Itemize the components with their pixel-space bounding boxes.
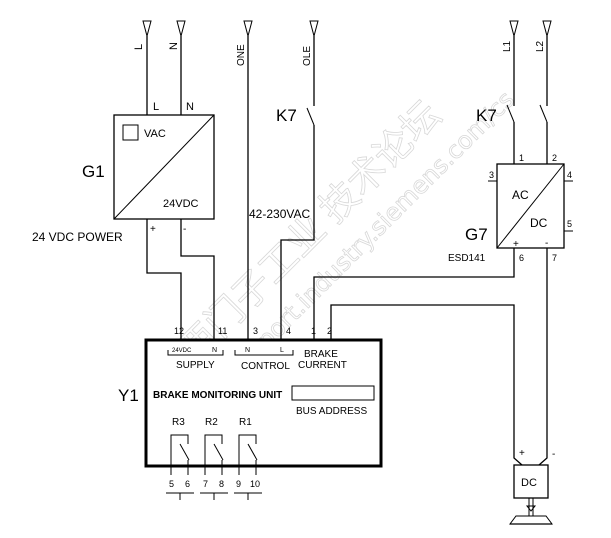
g7-minus: - [545,238,548,249]
y1-supply-label: SUPPLY [176,360,215,371]
label-L2: L2 [535,40,546,52]
g7-ac-label: AC [512,188,529,202]
brake-base [509,515,553,525]
g1-input-L: L [153,101,159,113]
label-OLE: OLE [302,46,313,66]
terminal-arrow-L [142,20,152,115]
terminal-arrow-OLE [309,20,319,106]
wire-g7-plus-to-brake-1 [313,248,515,324]
relay-r2-pin-b: 8 [219,479,224,489]
g1-minus: - [183,224,186,235]
g7-dc-label: DC [530,216,548,230]
k7-power-contacts: K7 [476,104,548,164]
label-L: L [133,44,145,50]
brake-dc-minus: - [552,449,555,460]
brake-dc-label: DC [521,477,537,489]
y1-designation: Y1 [118,386,139,405]
k7-power-designation: K7 [476,106,497,125]
y1-control-n: N [245,347,250,354]
brake-dc-coil: + - DC [509,448,555,525]
y1-control-l: L [280,347,284,354]
terminal-arrow-L1 [509,20,519,106]
g1-input-N: N [186,101,194,113]
y1-brake-current-line2: CURRENT [298,360,347,371]
g7-pin-4: 4 [567,170,572,180]
g7-pin-1: 1 [519,153,524,163]
y1-box [144,338,383,468]
g1-24vdc-label: 24VDC [163,198,199,210]
wire-ole-to-4 [280,138,315,340]
relay-r1-pin-a: 9 [236,479,241,489]
k7-control-designation: K7 [276,106,297,125]
g1-vac-label: VAC [144,128,166,140]
relay-r1: R1 9 10 [234,417,262,500]
g1-plus: + [150,224,156,235]
terminal-arrow-L2 [542,20,552,106]
relay-r1-name: R1 [239,417,252,428]
y1-title: BRAKE MONITORING UNIT [153,390,282,401]
relay-r3-pin-b: 6 [185,479,190,489]
y1-control-label: CONTROL [241,361,290,372]
y1-brake-current-line1: BRAKE [304,349,338,360]
label-L1: L1 [502,40,513,52]
y1-brake-monitoring-unit: 12 11 3 4 1 2 24VDC N SUPPLY N L CONTROL… [118,324,383,500]
brake-dc-plus: + [519,448,525,459]
relay-r2-pin-a: 7 [203,479,208,489]
g1-designation: G1 [82,162,105,181]
g7-pin-3: 3 [489,170,494,180]
y1-terminal-2: 2 [327,326,332,336]
label-N: N [168,42,180,50]
wire-g1-minus-to-11 [180,219,215,340]
g7-rectifier: 1 2 3 4 5 AC DC + - G7 ESD141 6 7 [448,153,573,264]
relay-r2: R2 7 8 [200,417,228,500]
relay-r3: R3 5 6 [166,417,194,500]
y1-supply-24vdc: 24VDC [172,348,192,354]
y1-bus-address-field [291,385,375,401]
g1-power-supply: L N VAC 24VDC G1 + - 24 VDC POWER [32,101,215,244]
k7-control-contact: K7 42-230VAC [249,106,315,221]
relay-r3-pin-a: 5 [169,479,174,489]
g7-pin-5: 5 [567,219,572,229]
g1-indicator [122,124,139,141]
y1-terminal-4: 4 [286,326,291,336]
y1-terminal-11: 11 [218,326,227,336]
terminal-arrow-N [176,20,186,115]
y1-terminal-3: 3 [253,326,258,336]
k7-control-voltage: 42-230VAC [249,207,310,221]
relay-r2-name: R2 [205,417,218,428]
g7-pin-6: 6 [519,253,524,263]
wire-brake-2-to-dc-plus [330,304,515,456]
brake-dc-box [513,464,549,499]
y1-bus-address-label: BUS ADDRESS [296,406,367,417]
g7-model: ESD141 [448,253,486,264]
g7-pin-7: 7 [552,253,557,263]
g1-diagonal [113,114,215,220]
relay-r1-pin-b: 10 [250,479,260,489]
y1-terminal-12: 12 [174,326,184,336]
relay-r3-name: R3 [172,417,185,428]
wire-g1-plus-to-12 [146,219,182,340]
label-ONE: ONE [236,44,247,66]
y1-supply-n: N [212,347,217,354]
g1-caption: 24 VDC POWER [32,230,123,244]
g7-designation: G7 [465,225,488,244]
terminal-arrow-ONE [243,20,253,325]
g7-pin-2: 2 [552,153,557,163]
g7-plus: + [513,239,519,250]
